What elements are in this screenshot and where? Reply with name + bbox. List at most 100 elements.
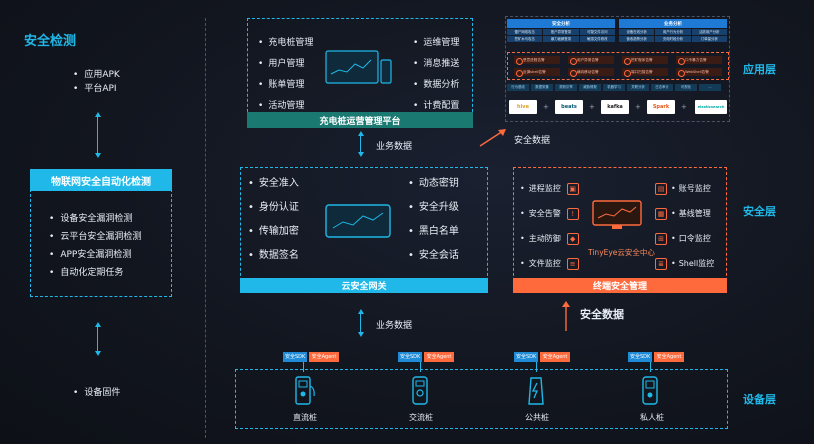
list-item: 数据签名 bbox=[248, 244, 299, 268]
auto-detection-list: 设备安全漏洞检测 云平台安全漏洞检测 APP安全漏洞检测 自动化定期任务 bbox=[49, 210, 141, 282]
alert-item: 口令暴力告警 bbox=[676, 56, 722, 65]
password-icon: ⊞ bbox=[655, 232, 667, 245]
security-agent-badge: 安全Agent bbox=[424, 352, 454, 362]
alert-item: 恶意进程告警 bbox=[514, 56, 560, 65]
dc-pile-label: 直流桩 bbox=[293, 413, 317, 422]
business-data-label: 业务数据 bbox=[376, 321, 413, 331]
analysis-cell: 账户异常登录 bbox=[543, 29, 579, 35]
ac-pile-icon bbox=[409, 376, 431, 410]
public-pile-icon bbox=[525, 376, 547, 410]
plus-icon: + bbox=[589, 103, 595, 111]
shell-icon: ≣ bbox=[655, 257, 667, 270]
list-item: 身份认证 bbox=[248, 196, 299, 220]
list-item: ≣• Shell监控 bbox=[655, 251, 714, 276]
terminal-security-bar: 终端安全管理 bbox=[513, 278, 727, 293]
connector-line bbox=[650, 362, 651, 372]
gateway-left-items: 安全准入 身份认证 传输加密 数据签名 bbox=[248, 172, 299, 268]
process-monitor-icon: ▣ bbox=[566, 182, 579, 195]
business-data-label: 业务数据 bbox=[376, 142, 413, 152]
connector-line bbox=[420, 362, 421, 372]
list-item: 数据分析 bbox=[413, 75, 459, 96]
diagonal-arrow-icon bbox=[478, 126, 508, 152]
arrow-down-icon bbox=[95, 351, 101, 356]
device-layer-box bbox=[235, 369, 728, 429]
analysis-cell: 用户行为分析 bbox=[655, 29, 691, 35]
analysis-cell: 活跃用户分析 bbox=[691, 29, 727, 35]
alert-item: 端口扫描告警 bbox=[622, 68, 668, 77]
analysis-cell: 充电时段分析 bbox=[655, 36, 691, 42]
connector-line bbox=[97, 116, 98, 154]
terminal-right-items: ▤• 账号监控 ▦• 基线管理 ⊞• 口令监控 ≣• Shell监控 bbox=[655, 176, 714, 276]
hive-logo-icon: hive bbox=[509, 100, 537, 114]
analysis-cell: 僵尸网络攻击 bbox=[507, 29, 543, 35]
arrow-up-icon bbox=[95, 322, 101, 327]
capability-tag: 关联分析 bbox=[627, 84, 649, 91]
security-sdk-badge: 安全SDK bbox=[628, 352, 652, 362]
analysis-cell: 设备在线分析 bbox=[619, 29, 655, 35]
list-item: • 进程监控▣ bbox=[520, 176, 583, 201]
security-analysis-panel: 安全分析 僵尸网络攻击 账户异常登录 可疑文件访问 挖矿木马攻击 暴力破解登录 … bbox=[507, 19, 615, 42]
app-layer-frame bbox=[505, 16, 730, 122]
list-item: • 主动防御◆ bbox=[520, 226, 583, 251]
platform-right-items: 运维管理 消息推送 数据分析 计费配置 bbox=[413, 33, 459, 117]
plus-icon: + bbox=[635, 103, 641, 111]
business-analysis-title: 业务分析 bbox=[619, 19, 727, 28]
public-pile-label: 公共桩 bbox=[525, 413, 549, 422]
list-item: 活动管理 bbox=[258, 96, 313, 117]
orange-arrow-up-icon bbox=[562, 301, 570, 335]
capability-tag: 可视化 bbox=[675, 84, 697, 91]
list-item: 安全准入 bbox=[248, 172, 299, 196]
tinyeye-monitor-icon bbox=[592, 200, 642, 230]
analysis-cell: 营收趋势分析 bbox=[619, 36, 655, 42]
capability-tag: 日志审计 bbox=[651, 84, 673, 91]
list-item: • 文件监控≡ bbox=[520, 251, 583, 276]
device-layer-label: 设备层 bbox=[743, 393, 776, 406]
list-item: 传输加密 bbox=[248, 220, 299, 244]
dashboard-monitor-icon bbox=[325, 50, 393, 86]
list-item: 安全会话 bbox=[408, 244, 459, 268]
security-agent-badge: 安全Agent bbox=[309, 352, 339, 362]
account-icon: ▤ bbox=[655, 182, 667, 195]
beats-logo-icon: beats bbox=[555, 100, 583, 114]
list-item: 云平台安全漏洞检测 bbox=[49, 228, 141, 246]
list-item: 设备安全漏洞检测 bbox=[49, 210, 141, 228]
list-item: 设备固件 bbox=[73, 386, 120, 400]
list-item: 运维管理 bbox=[413, 33, 459, 54]
alert-item: WebShell告警 bbox=[676, 68, 722, 77]
capability-tag: 机器学习 bbox=[603, 84, 625, 91]
app-layer-label: 应用层 bbox=[743, 63, 776, 76]
analysis-cell: 暴力破解登录 bbox=[543, 36, 579, 42]
connector-line bbox=[97, 326, 98, 352]
list-item: 黑白名单 bbox=[408, 220, 459, 244]
capability-tag: 数据采集 bbox=[531, 84, 553, 91]
capability-tag: ... bbox=[699, 84, 721, 91]
security-layer-label: 安全层 bbox=[743, 205, 776, 218]
shield-icon: ◆ bbox=[566, 232, 579, 245]
security-sdk-badge: 安全SDK bbox=[514, 352, 538, 362]
file-icon: ≡ bbox=[566, 257, 579, 270]
arrow-up-icon bbox=[95, 112, 101, 117]
security-analysis-title: 安全分析 bbox=[507, 19, 615, 28]
elasticsearch-logo-icon: elasticsearch bbox=[695, 100, 727, 114]
security-agent-badge: 安全Agent bbox=[540, 352, 570, 362]
tinyeye-center-label: TinyEye云安全中心 bbox=[588, 248, 655, 257]
spark-logo-icon: Spark bbox=[647, 100, 675, 114]
charging-platform-bar: 充电桩运营管理平台 bbox=[247, 112, 473, 128]
list-item: • 安全告警! bbox=[520, 201, 583, 226]
gateway-monitor-icon bbox=[325, 204, 391, 240]
list-item: 安全升级 bbox=[408, 196, 459, 220]
private-pile-label: 私人桩 bbox=[640, 413, 664, 422]
alert-item: 用户异常告警 bbox=[568, 56, 614, 65]
alert-row: 恶意进程告警 用户异常告警 挖矿程序告警 口令暴力告警 反弹shell告警 横向… bbox=[507, 52, 729, 80]
analysis-cell: 挖矿木马攻击 bbox=[507, 36, 543, 42]
list-item: 消息推送 bbox=[413, 54, 459, 75]
arrow-down-icon bbox=[358, 332, 364, 337]
section-divider bbox=[205, 18, 206, 438]
security-data-big-label: 安全数据 bbox=[580, 308, 624, 321]
list-item: ▦• 基线管理 bbox=[655, 201, 714, 226]
security-sdk-badge: 安全SDK bbox=[398, 352, 422, 362]
ac-pile-label: 交流桩 bbox=[409, 413, 433, 422]
cloud-gateway-bar: 云安全网关 bbox=[240, 278, 488, 293]
arrow-down-icon bbox=[358, 152, 364, 157]
list-item: 计费配置 bbox=[413, 96, 459, 117]
